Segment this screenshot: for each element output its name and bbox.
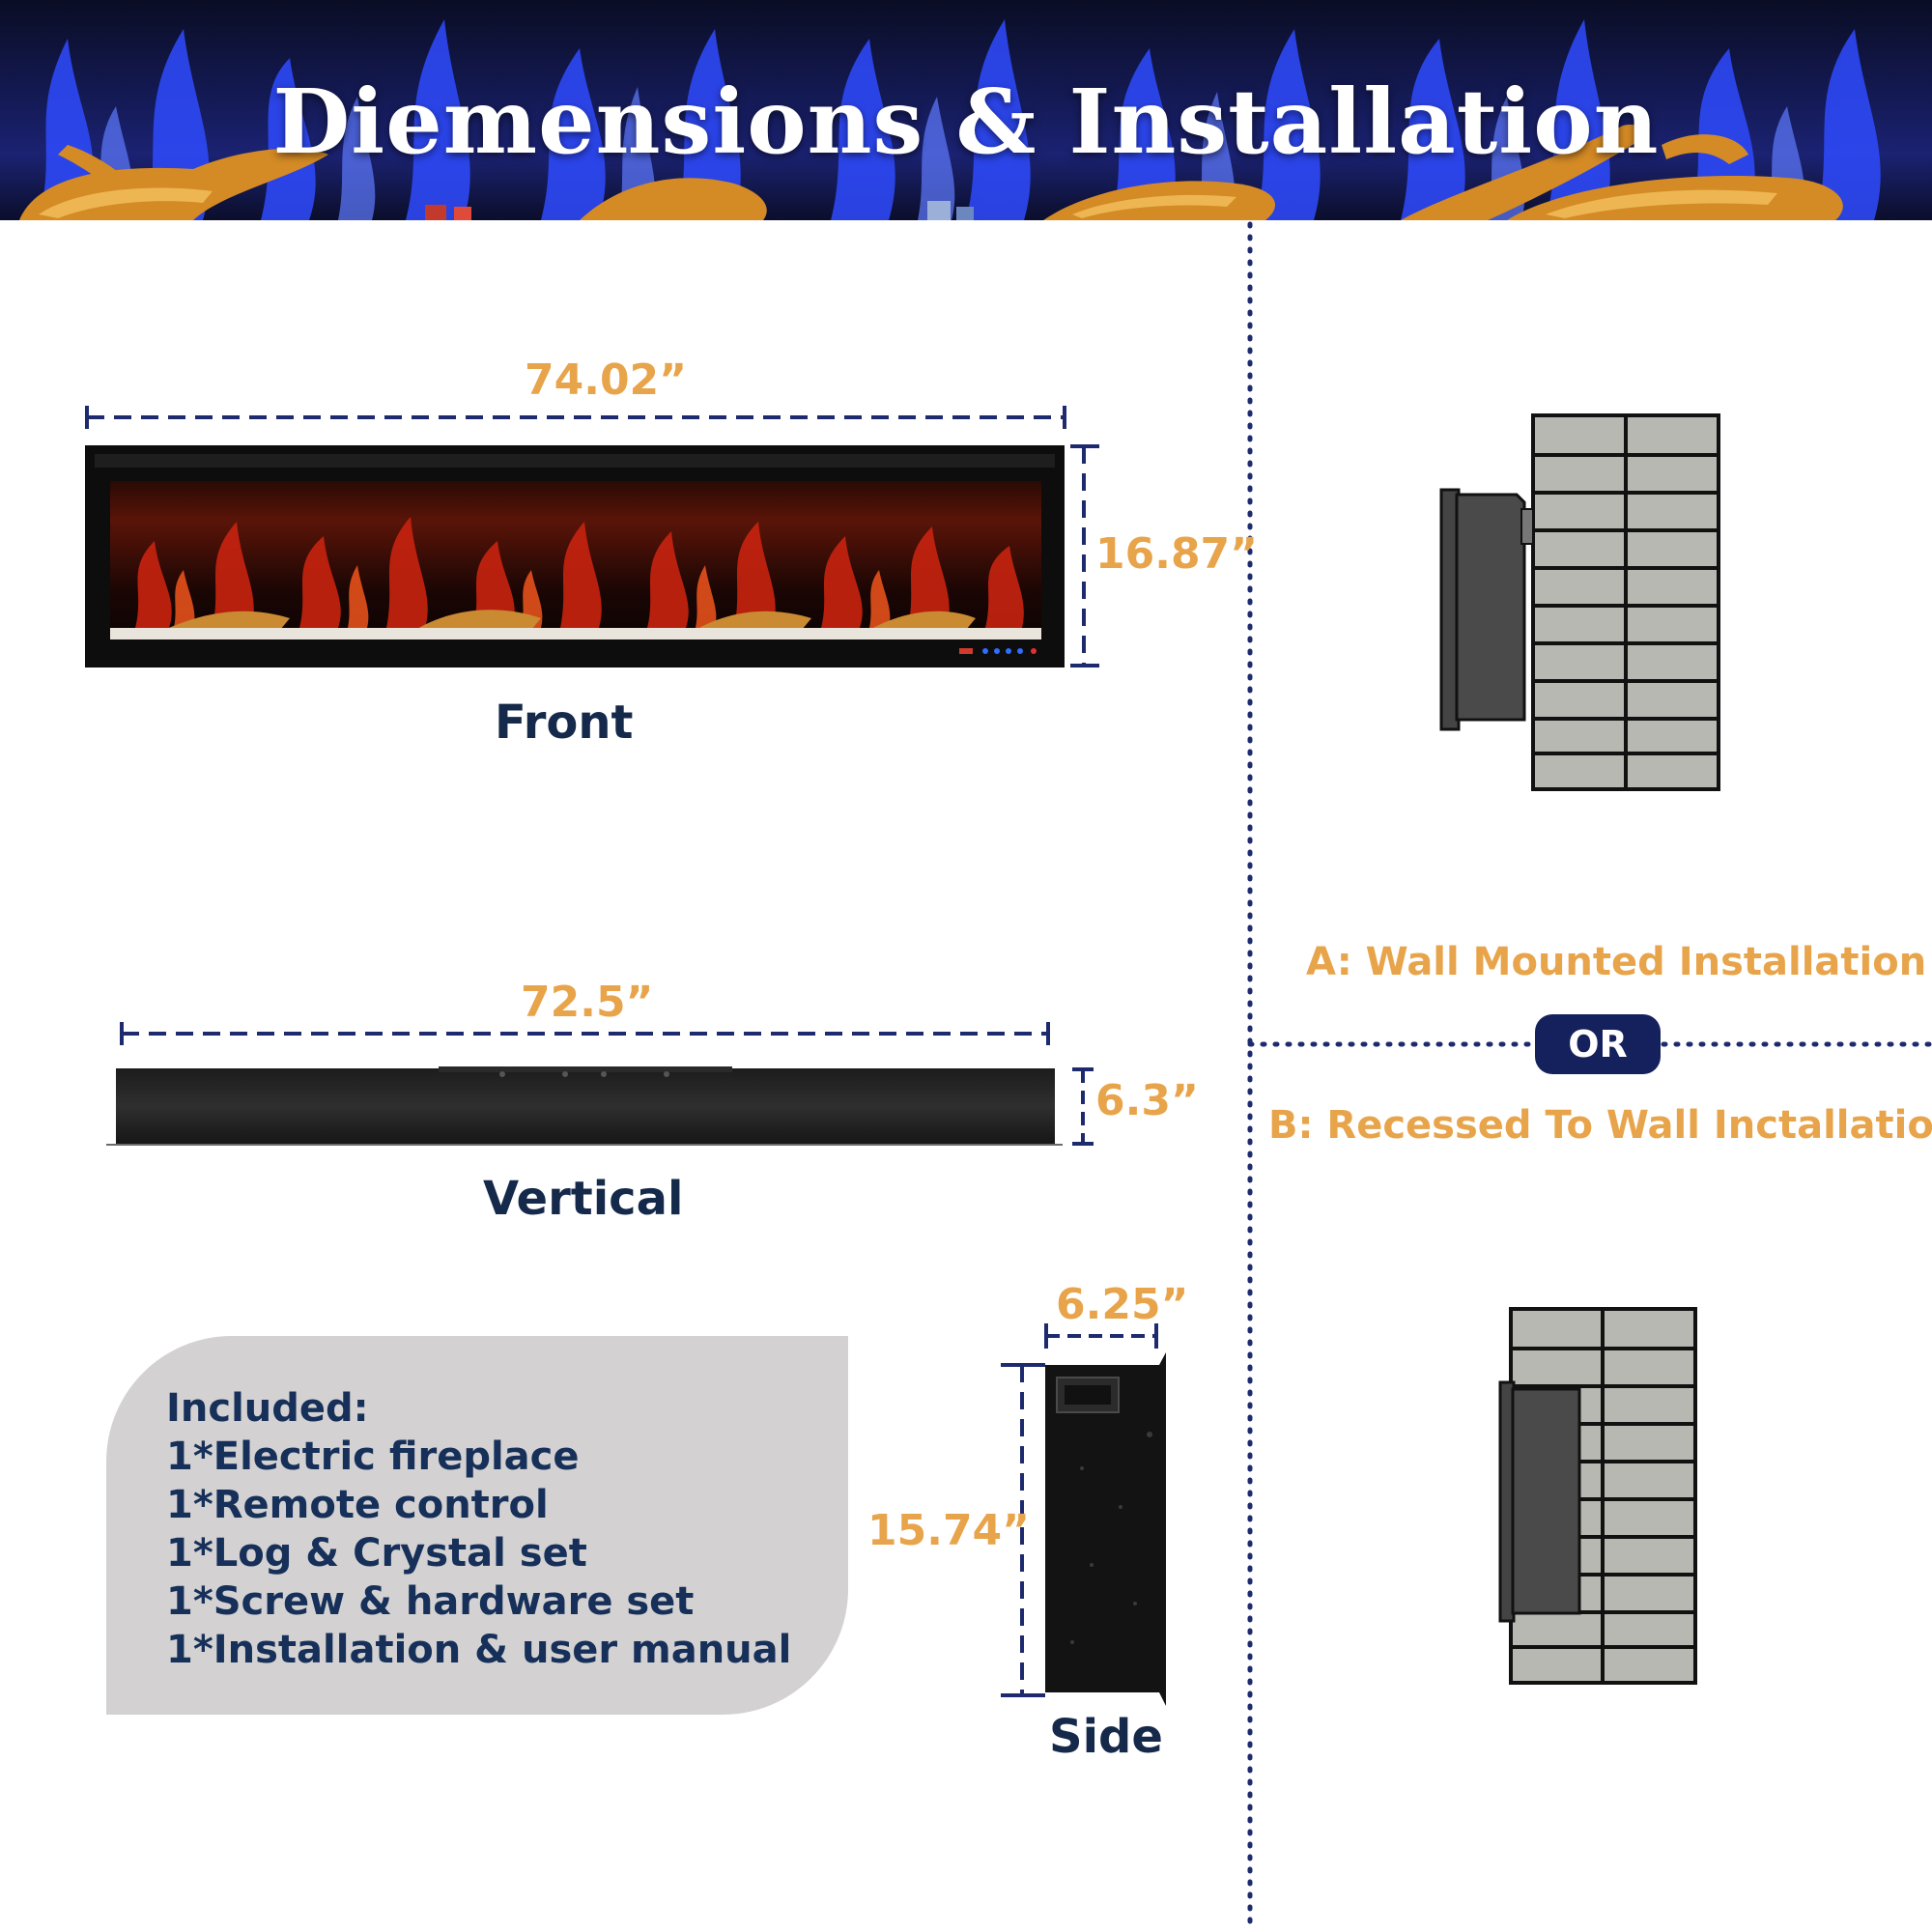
wall-mounted-diagram bbox=[1439, 413, 1720, 791]
side-depth-label: 6.25” bbox=[1056, 1280, 1189, 1329]
side-height-label: 15.74” bbox=[867, 1506, 1031, 1555]
recessed-diagram bbox=[1498, 1307, 1697, 1685]
front-fireplace-image bbox=[85, 445, 1065, 668]
vertical-width-dimension-line bbox=[120, 1022, 1050, 1045]
included-item: 1*Remote control bbox=[166, 1483, 549, 1527]
vertical-view-label: Vertical bbox=[483, 1172, 684, 1226]
side-depth-dimension-line bbox=[1044, 1323, 1158, 1349]
included-item: 1*Log & Crystal set bbox=[166, 1531, 587, 1576]
or-badge: OR bbox=[1535, 1014, 1661, 1074]
front-width-dimension-line bbox=[85, 406, 1066, 429]
vertical-width-label: 72.5” bbox=[521, 978, 654, 1027]
header-banner: Diemensions & Installation bbox=[0, 0, 1932, 220]
front-height-dimension-line bbox=[1070, 444, 1099, 668]
wall-mounted-label: A: Wall Mounted Installation bbox=[1306, 940, 1927, 984]
flame-background bbox=[19, 19, 1881, 220]
included-item: 1*Installation & user manual bbox=[166, 1628, 792, 1672]
front-view-label: Front bbox=[495, 696, 634, 750]
included-panel: Included: 1*Electric fireplace 1*Remote … bbox=[106, 1336, 848, 1715]
included-heading: Included: bbox=[166, 1386, 369, 1431]
side-fireplace-image bbox=[1045, 1352, 1166, 1706]
vertical-depth-dimension-line bbox=[1072, 1067, 1094, 1146]
included-item: 1*Electric fireplace bbox=[166, 1435, 580, 1479]
included-item: 1*Screw & hardware set bbox=[166, 1579, 695, 1624]
page-title: Diemensions & Installation bbox=[272, 70, 1660, 174]
front-height-label: 16.87” bbox=[1095, 529, 1259, 579]
front-width-label: 74.02” bbox=[525, 355, 688, 405]
side-height-dimension-line bbox=[1001, 1363, 1045, 1697]
vertical-fireplace-image bbox=[106, 1066, 1063, 1146]
vertical-depth-label: 6.3” bbox=[1095, 1076, 1199, 1125]
recessed-label: B: Recessed To Wall Inctallation bbox=[1268, 1103, 1932, 1148]
side-view-label: Side bbox=[1049, 1710, 1163, 1764]
